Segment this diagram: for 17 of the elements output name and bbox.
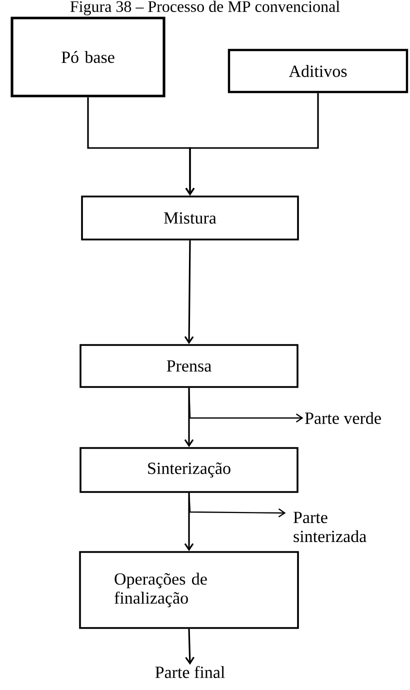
arrow [184, 492, 194, 552]
process-box: Aditivos [228, 48, 408, 94]
process-box: Prensa [80, 344, 298, 388]
process-box: Mistura [81, 196, 299, 240]
process-box: Sinterização [80, 447, 298, 493]
output-label: Parte final [155, 666, 225, 678]
arrow [188, 388, 304, 422]
output-label: Parte sinterizada [294, 512, 366, 542]
output-label: Parte verde [305, 412, 381, 424]
figure-title: Figura 38 – Processo de MP convencional [70, 0, 340, 16]
arrow [184, 388, 194, 448]
arrow [185, 93, 319, 196]
process-box: Operações de finalização [79, 551, 299, 629]
process-box: Pó base [10, 16, 166, 98]
arrow [188, 492, 286, 518]
arrow [185, 628, 194, 665]
arrow [184, 240, 194, 344]
